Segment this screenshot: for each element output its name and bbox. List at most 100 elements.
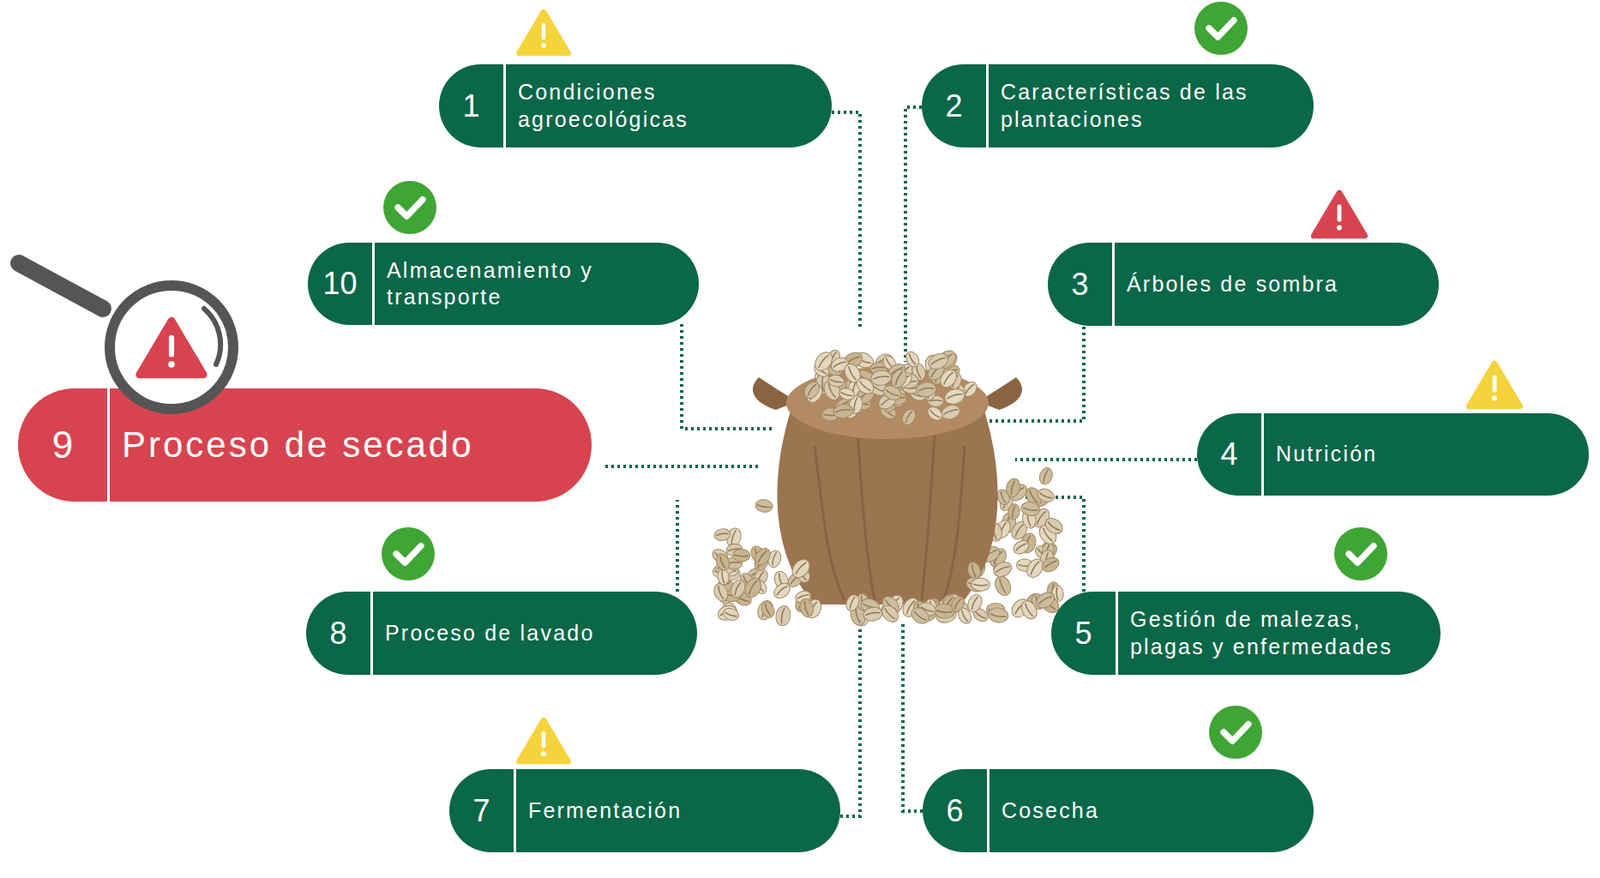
coffee-bean [1033,589,1058,611]
warning-icon [518,720,568,762]
coffee-bean [1006,503,1022,522]
step-label: Características de las plantaciones [1000,78,1292,133]
step-number: 5 [1051,591,1119,675]
leader-line [605,464,761,469]
check-circle [1194,1,1248,55]
warning-dot [1491,396,1498,402]
check-icon [381,527,435,581]
leader-lines [605,107,1197,817]
coffee-bean [903,348,922,369]
coffee-bean [888,366,909,391]
coffee-bean [711,581,730,603]
step-number: 6 [922,769,990,853]
coffee-bean [1042,515,1066,537]
step-number: 8 [306,591,373,675]
warning-mark [541,23,547,41]
coffee-bean [770,580,793,602]
step-label: Fermentación [528,797,682,825]
coffee-bean [1020,500,1041,518]
coffee-bean [721,606,740,623]
warning-mark [1337,204,1342,223]
warning-icon [1468,363,1520,407]
warning-dot [541,42,547,49]
step-number: 9 [18,388,110,502]
coffee-bean [1035,487,1057,506]
warning-dot [168,360,175,367]
coffee-bean [870,369,893,387]
warning-triangle [1313,192,1365,236]
highlighted-step-pill: 9Proceso de secado [18,388,592,502]
coffee-bean [862,606,884,623]
leader-line [831,112,861,329]
check-icon [1209,705,1263,759]
step-label: Nutrición [1275,440,1378,468]
step-label: Árboles de sombra [1126,270,1339,298]
warning-dot [541,751,547,757]
step-label: Almacenamiento y transporte [386,257,677,312]
check-mark [397,199,423,217]
coffee-bean [986,606,1010,624]
coffee-bean [971,577,991,592]
step-number: 2 [921,64,989,148]
coffee-bean [754,498,774,513]
leader-line [977,326,1084,422]
coffee-bean [925,403,945,423]
step-label: Proceso de secado [121,422,475,469]
coffee-bean [758,599,777,620]
step-label: Condiciones agroecológicas [517,78,810,133]
leader-line [902,620,923,812]
check-circle [383,180,437,235]
step-label: Proceso de lavado [384,619,595,647]
warning-mark [541,731,547,749]
step-pill: 8 Proceso de lavado [306,591,698,675]
warning-triangle [518,720,568,762]
coffee-bean [939,403,963,422]
coffee-bean [751,545,774,568]
coffee-bean [843,593,861,614]
warning-triangle [1468,363,1520,407]
coffee-bean [899,407,919,428]
coffee-bean [991,559,1014,580]
check-mark [1223,724,1249,742]
leader-line [905,107,922,362]
step-number: 1 [439,64,506,148]
warning-mark [168,335,175,358]
check-circle [1209,705,1263,759]
sack-beans [801,347,981,428]
coffee-bean [788,556,813,582]
coffee-bean [937,366,961,391]
coffee-bean [1010,537,1032,557]
step-pill: 1Condiciones agroecológicas [439,64,832,148]
coffee-bean [1040,554,1062,575]
check-mark [1348,546,1374,564]
step-label: Gestión de malezas, plagas y enfermedade… [1130,606,1419,661]
check-icon [1194,1,1248,55]
magnifier-handle [18,263,103,309]
check-icon [383,180,437,235]
step-pill: 5Gestión de malezas, plagas y enfermedad… [1051,591,1441,675]
coffee-bean [992,573,1014,598]
coffee-bean [713,528,732,542]
coffee-bean [878,601,902,626]
step-pill: 6Cosecha [922,769,1314,853]
step-pill: 7 Fermentación [449,769,841,853]
coffee-bean [1037,465,1055,487]
step-number: 7 [449,769,517,853]
lens-glare [204,308,221,365]
coffee-sack-illustration [709,347,1066,627]
coffee-bean [801,378,824,402]
check-mark [396,546,422,564]
leader-line [681,324,776,429]
coffee-bean [812,348,837,374]
warning-icon [518,12,568,54]
coffee-bean [798,597,816,619]
coffee-bean [943,386,967,407]
step-pill: 3Árboles de sombra [1047,242,1439,326]
warning-triangle [518,12,568,54]
warning-mark [1492,375,1498,393]
check-mark [1209,20,1234,38]
coffee-bean [741,575,764,601]
coffee-bean [714,552,733,573]
coffee-bean [908,604,933,627]
